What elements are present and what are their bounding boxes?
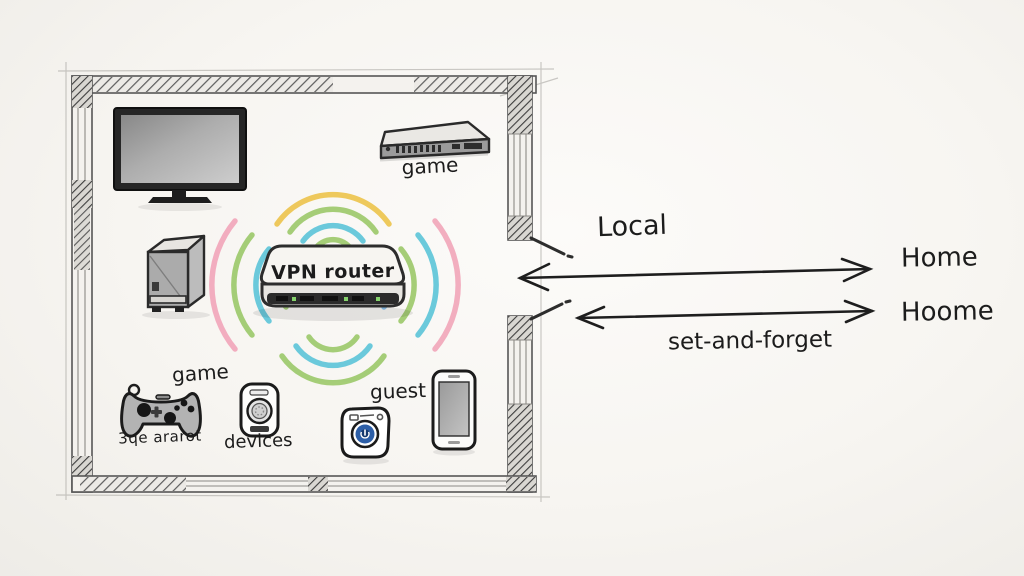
wifi-arc [398, 246, 417, 324]
set-and-forget-annotation: set-and-forget [667, 326, 833, 356]
controller-scribble-label: 3qe ararot [117, 426, 203, 448]
wifi-arc [293, 343, 373, 369]
wifi-arcs [209, 191, 461, 386]
home-annotation-bottom: Hoome [900, 296, 994, 328]
wifi-arc [279, 353, 387, 386]
controller-label: game [171, 359, 230, 387]
door-swing-marks [529, 236, 574, 321]
wifi-arcs-top [274, 191, 392, 252]
wifi-arc [209, 218, 238, 352]
wifi-arc [300, 222, 366, 244]
game-controller [120, 383, 202, 438]
vpn-router [253, 244, 413, 321]
remote-device [239, 382, 280, 438]
vpn-router-label: VPN router [271, 259, 395, 285]
wifi-arc [415, 232, 439, 338]
guest-label: guest [369, 378, 427, 404]
smart-speaker [340, 406, 391, 465]
speaker-top-marks [349, 413, 384, 421]
local-annotation: Local [596, 209, 668, 244]
media-tower [142, 234, 210, 319]
tv [113, 107, 247, 211]
home-annotation-top: Home [900, 242, 979, 274]
wifi-arc [253, 246, 272, 324]
arrow-set-and-forget [574, 299, 876, 330]
game-console-label: game [401, 152, 459, 180]
devices-label: devices [223, 429, 293, 454]
smartphone [431, 369, 477, 456]
console-vents [385, 143, 482, 153]
room-window-lines [77, 108, 532, 487]
router-ports-lights [276, 296, 380, 301]
wifi-arc [287, 206, 379, 235]
wifi-arc [432, 218, 461, 352]
wifi-arc [306, 334, 360, 353]
game-console [379, 120, 491, 162]
arrow-local-home [516, 257, 874, 292]
wifi-arc [231, 232, 255, 338]
wifi-arcs-bottom [279, 334, 387, 386]
wifi-arc [274, 191, 392, 227]
